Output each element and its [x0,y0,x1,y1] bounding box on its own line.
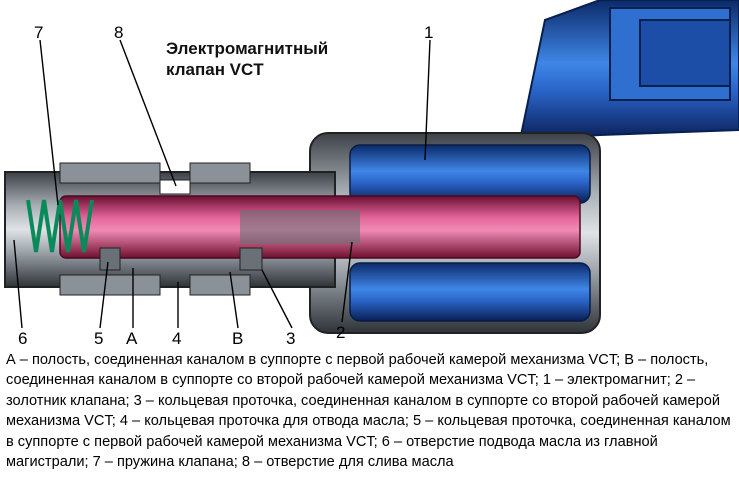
callout-7: 7 [34,23,43,42]
callout-6: 6 [18,329,27,345]
callout-1: 1 [424,23,433,42]
caption: А – полость, соединенная каналом в суппо… [6,352,731,471]
vct-valve-diagram: 7 8 1 6 5 А 4 В 3 2 [4,0,739,345]
callout-5: 5 [94,329,103,345]
callout-3: 3 [286,329,295,345]
connector [518,0,739,142]
title-line-2: клапан VCT [166,60,264,79]
callout-8: 8 [114,23,123,42]
spring [26,199,94,253]
valve-spool [59,195,581,271]
leader-lines [13,39,431,329]
callout-b: В [232,329,243,345]
callout-a: А [126,329,138,345]
callout-4: 4 [172,329,181,345]
callout-2: 2 [336,323,345,342]
title-line-1: Электромагнитный [166,39,329,58]
diagram-title: Электромагнитный клапан VCT [166,38,328,80]
